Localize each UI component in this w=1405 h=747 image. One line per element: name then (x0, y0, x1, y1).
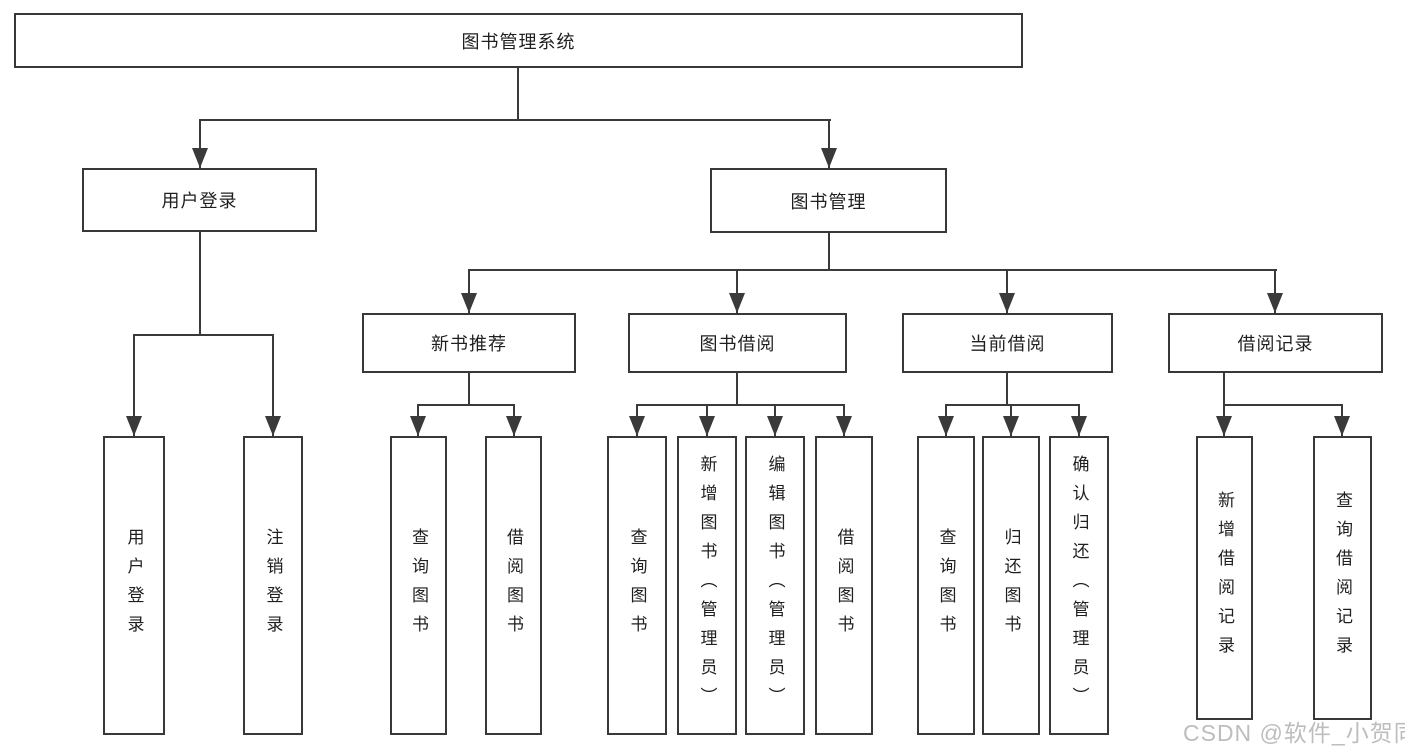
arrow-leaf-head (1071, 416, 1087, 436)
arrow-new-books-head (461, 293, 477, 313)
node-book-mgmt: 图书管理 (710, 168, 947, 233)
borrow-records-branch-line (1223, 404, 1343, 406)
node-book-borrow-label: 图书借阅 (699, 334, 776, 354)
current-borrow-stem-line (1006, 371, 1008, 405)
leaf-query-books-1-label: 查询图书 (409, 527, 428, 644)
arrow-login-leaf-head (126, 416, 142, 436)
current-borrow-branch-line (945, 404, 1080, 406)
node-new-books: 新书推荐 (362, 313, 576, 373)
leaf-confirm-return-admin: 确认归还（管理员） (1049, 436, 1109, 735)
arrow-leaf-head (767, 416, 783, 436)
node-current-borrow: 当前借阅 (902, 313, 1113, 373)
leaf-edit-books-admin: 编辑图书（管理员） (745, 436, 805, 735)
root-stem-line (517, 67, 519, 120)
arrow-leaf-head (836, 416, 852, 436)
node-current-borrow-label: 当前借阅 (969, 334, 1046, 354)
arrow-login-leaf-stem (133, 334, 135, 436)
leaf-borrow-books-2: 借阅图书 (815, 436, 873, 735)
borrow-records-stem-line (1223, 371, 1225, 405)
leaf-logout-label: 注销登录 (263, 527, 283, 644)
arrow-leaf-head (1334, 416, 1350, 436)
leaf-edit-books-admin-label: 编辑图书（管理员） (765, 455, 785, 716)
arrow-current-borrow-stem (1006, 269, 1008, 313)
arrow-leaf-head (629, 416, 645, 436)
node-book-borrow: 图书借阅 (628, 313, 847, 373)
arrow-book-mgmt-stem (828, 119, 830, 168)
arrow-user-login-stem (199, 119, 201, 168)
leaf-query-books-2: 查询图书 (607, 436, 667, 735)
node-user-login: 用户登录 (82, 168, 317, 232)
arrow-leaf-head (938, 416, 954, 436)
leaf-query-books-3-label: 查询图书 (936, 527, 956, 644)
leaf-query-books-1: 查询图书 (390, 436, 447, 735)
book-borrow-stem-line (736, 371, 738, 405)
arrow-current-borrow-head (999, 293, 1015, 313)
leaf-return-books-label: 归还图书 (1001, 527, 1021, 644)
arrow-leaf-head (699, 416, 715, 436)
arrow-borrow-records-head (1267, 293, 1283, 313)
book-mgmt-stem-line (828, 232, 830, 270)
leaf-user-login: 用户登录 (103, 436, 165, 735)
arrow-new-books-stem (468, 269, 470, 313)
leaf-query-borrow-record-label: 查询借阅记录 (1333, 491, 1352, 665)
leaf-user-login-label: 用户登录 (124, 527, 144, 644)
arrow-logout-leaf-stem (272, 334, 274, 436)
arrow-borrow-records-stem (1274, 269, 1276, 313)
csdn-watermark: CSDN @软件_小贺同学 (1183, 720, 1405, 746)
arrow-leaf-head (506, 416, 522, 436)
arrow-book-borrow-head (729, 293, 745, 313)
leaf-query-books-3: 查询图书 (917, 436, 975, 735)
arrow-leaf-head (410, 416, 426, 436)
node-borrow-records-label: 借阅记录 (1237, 334, 1314, 354)
arrow-leaf-head (1216, 416, 1232, 436)
node-user-login-label: 用户登录 (161, 191, 238, 211)
user-login-stem-line (199, 231, 201, 335)
node-new-books-label: 新书推荐 (431, 334, 507, 354)
node-root: 图书管理系统 (14, 13, 1023, 68)
leaf-add-borrow-record-label: 新增借阅记录 (1215, 491, 1234, 665)
leaf-borrow-books-2-label: 借阅图书 (834, 527, 854, 644)
arrow-book-borrow-stem (736, 269, 738, 313)
leaf-return-books: 归还图书 (982, 436, 1040, 735)
book-borrow-branch-line (636, 404, 845, 406)
new-books-stem-line (468, 371, 470, 405)
user-login-branch-line (133, 334, 274, 336)
leaf-add-books-admin-label: 新增图书（管理员） (697, 455, 717, 716)
leaf-add-borrow-record: 新增借阅记录 (1196, 436, 1253, 720)
leaf-borrow-books-1: 借阅图书 (485, 436, 542, 735)
leaf-borrow-books-1-label: 借阅图书 (504, 527, 523, 644)
leaf-confirm-return-admin-label: 确认归还（管理员） (1069, 455, 1089, 716)
leaf-query-books-2-label: 查询图书 (627, 527, 647, 644)
node-root-label: 图书管理系统 (461, 31, 576, 52)
new-books-branch-line (417, 404, 515, 406)
node-borrow-records: 借阅记录 (1168, 313, 1383, 373)
leaf-query-borrow-record: 查询借阅记录 (1313, 436, 1372, 720)
arrow-user-login-head (192, 148, 208, 168)
arrow-logout-leaf-head (265, 416, 281, 436)
leaf-logout: 注销登录 (243, 436, 303, 735)
arrow-leaf-head (1003, 416, 1019, 436)
level1-branch-line (199, 119, 831, 121)
leaf-add-books-admin: 新增图书（管理员） (677, 436, 737, 735)
arrow-book-mgmt-head (821, 148, 837, 168)
level2-branch-line (468, 269, 1277, 271)
node-book-mgmt-label: 图书管理 (790, 191, 867, 212)
